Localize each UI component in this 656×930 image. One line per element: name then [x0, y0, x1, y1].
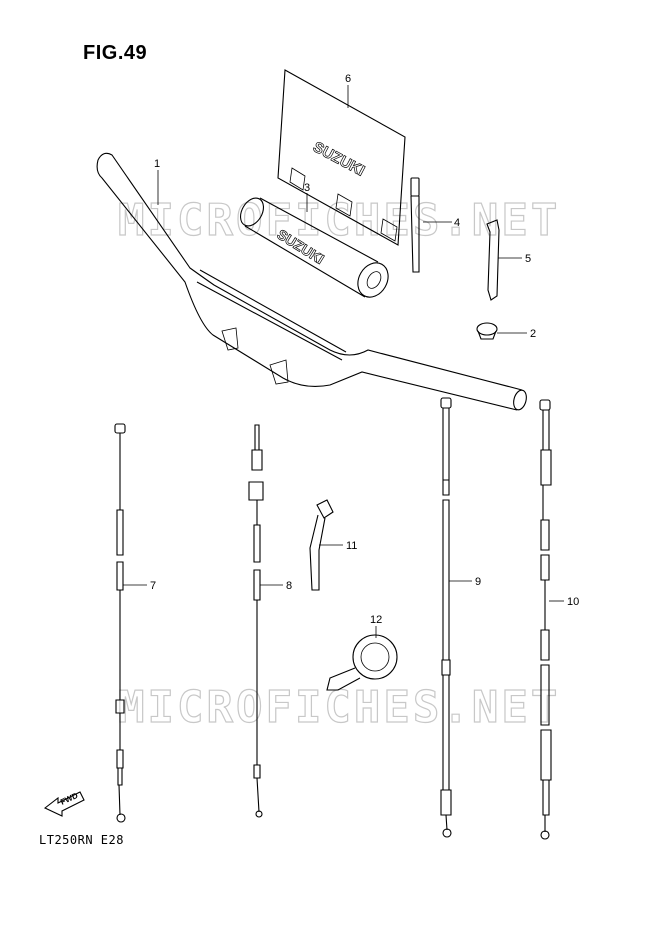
callout-numbers: 6 1 3 4 5 2 7 8 9 10 11 12	[150, 73, 579, 626]
callout-3: 3	[304, 182, 310, 194]
switch-housing-part-12[interactable]	[326, 634, 398, 691]
fwd-label: FWD	[59, 791, 80, 807]
callout-5: 5	[525, 253, 531, 265]
callout-9: 9	[475, 576, 481, 588]
clip-part-5[interactable]	[486, 219, 500, 301]
callout-1: 1	[154, 158, 160, 170]
callout-2: 2	[530, 328, 536, 340]
handlebar-part-1[interactable]	[96, 152, 528, 411]
callout-12: 12	[370, 614, 382, 626]
cable-part-9[interactable]	[440, 397, 452, 838]
cable-part-10[interactable]	[539, 399, 552, 840]
cable-part-7[interactable]	[114, 423, 126, 823]
fwd-arrow: FWD	[43, 791, 85, 817]
callout-11: 11	[346, 540, 357, 552]
plug-part-2[interactable]	[476, 322, 498, 340]
callout-8: 8	[286, 580, 292, 592]
callout-6: 6	[345, 73, 351, 85]
callout-10: 10	[567, 596, 579, 608]
leader-lines	[123, 85, 564, 638]
cable-tie-part-4[interactable]	[410, 177, 420, 273]
callout-4: 4	[454, 217, 460, 229]
decal-suzuki-text: SUZUKI	[310, 139, 367, 180]
watermark-top: MICROFICHES.NET	[118, 195, 560, 246]
cable-part-8[interactable]	[248, 424, 264, 818]
figure-title: FIG.49	[83, 42, 148, 64]
callout-7: 7	[150, 580, 156, 592]
model-code: LT250RN E28	[39, 833, 124, 847]
